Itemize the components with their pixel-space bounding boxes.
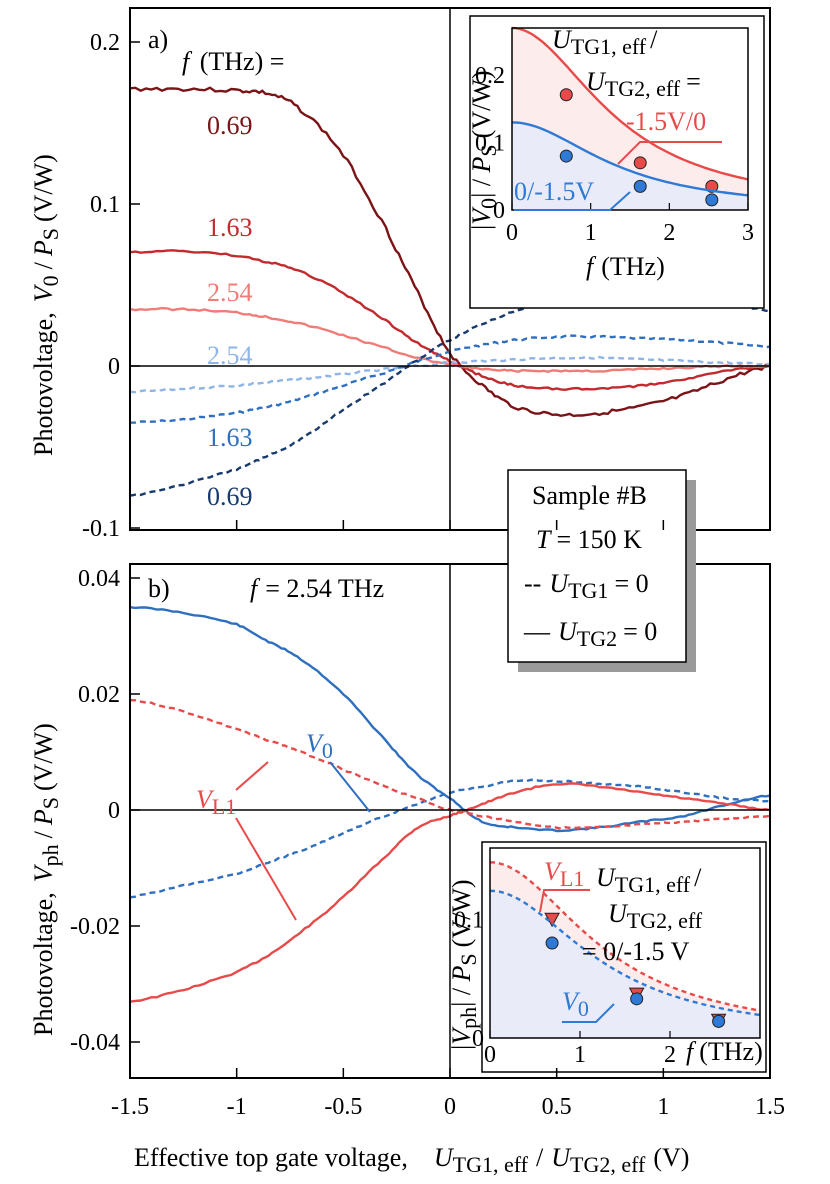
panel-b-y-tick-label: -0.02: [70, 914, 120, 940]
legend-temperature: T= 150 K: [536, 525, 642, 554]
panel-a-ylabel: Photovoltage,V0/PS(V/W): [29, 154, 63, 456]
inset-a-plot: [511, 26, 749, 210]
inset-a-blue-label: 0/-1.5V: [514, 177, 594, 206]
inset-a-point: [559, 88, 573, 102]
panel-b-y-tick-label: 0: [108, 798, 120, 824]
inset-b-xlabel: f(THz): [686, 1037, 763, 1066]
x-tick-label: -1: [227, 1094, 247, 1120]
panel-b-y-tick-label: 0.02: [78, 682, 120, 708]
inset-b-x-tick-label: 0: [484, 1042, 496, 1068]
panel-a-y-tick-label: 0.2: [90, 30, 120, 56]
inset-a-title-line1: UTG1, eff/: [552, 25, 658, 59]
inset-b-fill: [490, 890, 760, 1038]
inset-a-red-label: -1.5V/0: [626, 107, 706, 136]
legend-solid-entry: —UTG2= 0: [523, 617, 657, 651]
label-254-dashed: 2.54: [207, 341, 253, 370]
inset-b-y-tick-label: 0: [472, 1026, 484, 1052]
panel-a-y-tick-label: -0.1: [82, 516, 120, 542]
panel-b: 0.04 0.02 0 -0.02 -0.04 b) f= 2.54 THz V0 VL…: [29, 563, 771, 1079]
inset-a-x-tick-label: 2: [663, 220, 675, 246]
label-069-dashed: 0.69: [207, 482, 253, 511]
panel-b-v0-leader: [329, 761, 371, 813]
legend-dashed-entry: --UTG1= 0: [524, 569, 649, 603]
inset-b-title-line2: UTG2, eff: [608, 899, 703, 933]
label-254-solid: 2.54: [207, 278, 253, 307]
inset-b: 0 1 2 0 0.1 VL1 UTG1, eff/ UTG2, eff = 0/-1.…: [447, 841, 767, 1073]
panel-b-tag: b): [148, 574, 170, 603]
panel-b-vl1-leader-down: [235, 817, 297, 921]
inset-a-point: [633, 156, 647, 170]
inset-a-x-tick-label: 0: [506, 220, 518, 246]
inset-b-title-line1: UTG1, eff/: [596, 863, 702, 897]
inset-b-ticks: 0 1 2 0 0.1: [454, 907, 676, 1068]
inset-a-point: [559, 149, 573, 163]
inset-a-point: [705, 193, 719, 207]
legend: Sample #B T= 150 K --UTG1= 0 —UTG2= 0: [507, 469, 696, 672]
inset-a-x-tick-label: 3: [742, 220, 754, 246]
panel-a-tag: a): [148, 25, 168, 54]
inset-a: 0 1 2 3 0 0.1 0.2 UTG1, eff/ UTG2, eff= -1.5V/…: [467, 15, 765, 309]
x-tick-label: 1.5: [755, 1094, 785, 1120]
inset-b-x-tick-label: 2: [664, 1042, 676, 1068]
curve-254-dashed: [129, 355, 771, 394]
x-tick-label: -1.5: [111, 1094, 149, 1120]
inset-b-vl1-leader: [539, 889, 590, 913]
x-tick-label: 0: [444, 1094, 456, 1120]
inset-b-v0-label: V0: [562, 987, 589, 1021]
inset-a-red-leader: [617, 141, 722, 165]
panel-b-vl1-label: VL1: [196, 785, 236, 819]
inset-a-fit-curve: [511, 121, 749, 197]
panel-b-ylabel: Photovoltage,Vph/PS(V/W): [29, 723, 63, 1036]
inset-b-x-tick-label: 1: [574, 1042, 586, 1068]
x-tick-label: -0.5: [324, 1094, 362, 1120]
inset-a-blue-leader: [514, 191, 631, 211]
inset-b-circle-point: [712, 1014, 726, 1028]
legend-sample: Sample #B: [532, 481, 647, 510]
panel-a-frequency-header: f (THz) =: [182, 47, 284, 76]
inset-b-circle-point: [545, 936, 559, 950]
panel-a-y-tick-label: 0.1: [90, 192, 120, 218]
inset-a-ticks: 0 1 2 3 0 0.1 0.2: [475, 63, 754, 246]
inset-b-plot: [489, 861, 761, 1038]
inset-b-vl1-label: VL1: [544, 857, 584, 891]
label-069-solid: 0.69: [207, 111, 253, 140]
inset-a-title-line2: UTG2, eff=: [586, 67, 701, 101]
panel-b-v0-label: V0: [306, 729, 333, 763]
inset-b-frame: [489, 847, 761, 1039]
inset-a-y-tick-label: 0: [493, 198, 505, 224]
legend-box: [507, 469, 687, 663]
inset-a-xlabel: f(THz): [586, 252, 665, 281]
x-tick-label: 0.5: [542, 1094, 572, 1120]
inset-b-v0-leader: [562, 1003, 615, 1023]
panel-b-frequency: f= 2.54 THz: [250, 574, 384, 603]
panel-b-vl1-leader-up: [235, 761, 269, 791]
panel-a-y-tick-label: 0: [108, 354, 120, 380]
inset-b-circle-point: [630, 992, 644, 1006]
panel-a-y-ticks: 0.2 0.1 0 -0.1: [82, 30, 140, 542]
panel-a: 0.20.10-0.1 a) f (THz) = 0.69 1.63 2.54 …: [29, 7, 771, 542]
label-163-dashed: 1.63: [207, 423, 253, 452]
x-tick-label: 1: [657, 1094, 669, 1120]
inset-a-fit-curve: [511, 26, 749, 181]
panel-b-y-ticks: 0.04 0.02 0 -0.02 -0.04: [70, 566, 140, 1056]
inset-a-y-tick-label: 0.1: [475, 131, 505, 157]
inset-b-fit-curve: [489, 889, 761, 1017]
inset-b-title-line3: = 0/-1.5 V: [582, 937, 690, 966]
inset-a-point: [633, 179, 647, 193]
inset-a-y-tick-label: 0.2: [475, 63, 505, 89]
panel-b-y-tick-label: -0.04: [70, 1030, 120, 1056]
inset-a-ylabel: |V0| / PS(V/W): [467, 70, 501, 230]
inset-a-frame: [511, 27, 749, 211]
inset-b-ylabel: |Vph| / PS(V/W): [447, 879, 481, 1050]
panel-b-y-tick-label: 0.04: [78, 566, 120, 592]
x-axis-label: Effective top gate voltage,UTG1, eff/UTG…: [134, 1143, 689, 1177]
inset-a-x-tick-label: 1: [585, 220, 597, 246]
inset-b-y-tick-label: 0.1: [454, 907, 484, 933]
label-163-solid: 1.63: [207, 213, 253, 242]
